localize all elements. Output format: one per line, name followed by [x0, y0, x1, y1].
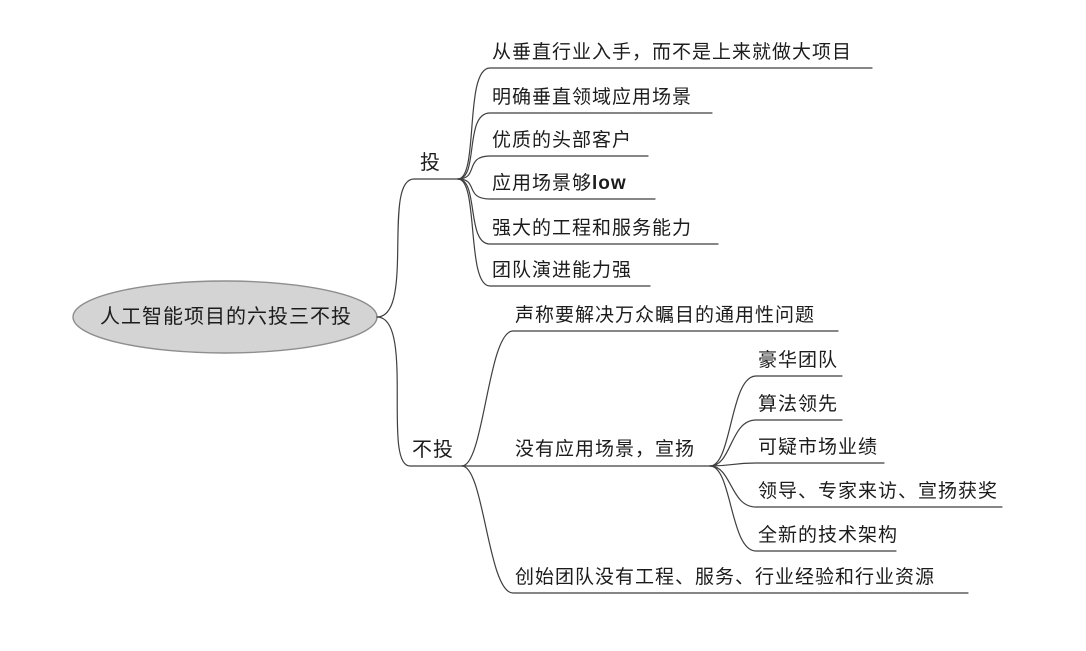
invest-item-6[interactable]: 团队演进能力强 [492, 260, 633, 281]
branch-no-invest[interactable]: 不投 [412, 439, 454, 461]
curve-sub-item-4 [709, 465, 1003, 508]
branch-curve-no-invest [376, 316, 463, 467]
curve-sub-item-5 [709, 465, 897, 552]
curve-invest-item-6 [457, 178, 651, 287]
branch-curve-invest [376, 178, 459, 318]
curve-no-invest-item-1 [461, 330, 839, 467]
invest-item-4[interactable]: 应用场景够low [492, 172, 627, 196]
invest-item-3[interactable]: 优质的头部客户 [492, 130, 633, 151]
no-invest-item-3[interactable]: 创始团队没有工程、服务、行业经验和行业资源 [515, 567, 936, 588]
invest-item-5[interactable]: 强大的工程和服务能力 [492, 218, 693, 239]
branch-invest[interactable]: 投 [420, 152, 441, 174]
sub-item-3[interactable]: 可疑市场业绩 [758, 437, 879, 458]
sub-item-2[interactable]: 算法领先 [758, 394, 839, 415]
sub-item-4[interactable]: 领导、专家来访、宣扬获奖 [758, 481, 999, 502]
curve-sub-item-2 [709, 419, 843, 467]
invest-item-1[interactable]: 从垂直行业入手，而不是上来就做大项目 [492, 42, 853, 63]
invest-item-2[interactable]: 明确垂直领域应用场景 [492, 87, 693, 108]
root-topic[interactable]: 人工智能项目的六投三不投 [100, 306, 352, 328]
no-invest-item-2[interactable]: 没有应用场景，宣扬 [515, 439, 696, 460]
curve-invest-item-4 [457, 178, 656, 200]
curve-invest-item-5 [457, 178, 719, 245]
curve-invest-item-1 [457, 67, 873, 180]
sub-item-5[interactable]: 全新的技术架构 [758, 525, 899, 546]
curve-invest-item-3 [457, 155, 649, 180]
sub-item-1[interactable]: 豪华团队 [758, 350, 839, 371]
curve-sub-item-1 [709, 375, 843, 467]
curve-no-invest-item-3 [461, 465, 969, 594]
curve-invest-item-2 [457, 112, 713, 180]
invest-item-4-bold-text: low [592, 173, 627, 194]
curve-sub-item-3 [709, 462, 885, 467]
no-invest-item-1[interactable]: 声称要解决万众瞩目的通用性问题 [515, 305, 816, 326]
invest-item-4-text: 应用场景够 [492, 173, 593, 194]
